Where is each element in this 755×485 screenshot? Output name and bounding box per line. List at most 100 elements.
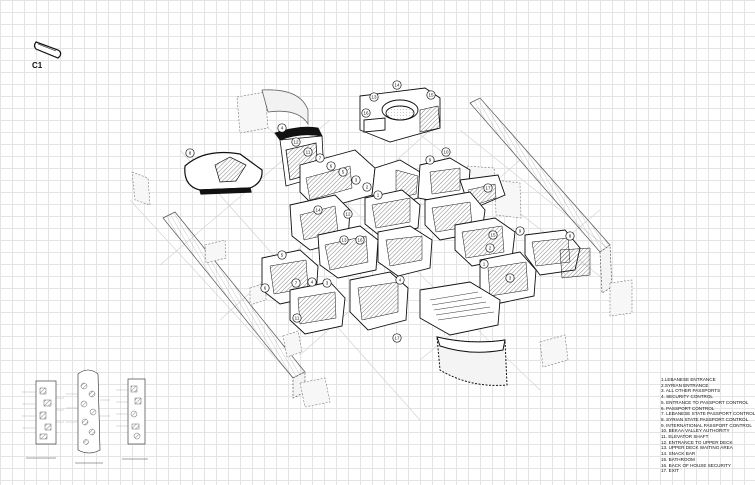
svg-text:6: 6	[330, 164, 333, 169]
legend-item: 11. ELEVATOR SHAFT	[661, 434, 709, 440]
key-plan-1	[22, 380, 64, 459]
svg-text:6: 6	[264, 286, 267, 291]
svg-text:11: 11	[295, 316, 300, 321]
svg-text:2: 2	[489, 246, 492, 251]
svg-text:17: 17	[394, 336, 400, 341]
svg-text:8: 8	[189, 151, 192, 156]
svg-text:5: 5	[281, 253, 284, 258]
marker: 5	[338, 167, 348, 177]
svg-text:3: 3	[509, 276, 512, 281]
marker: 9	[515, 226, 525, 236]
marker: 3	[322, 278, 332, 288]
svg-text:4: 4	[399, 278, 402, 283]
marker: 15	[426, 90, 436, 100]
marker: 7	[291, 278, 301, 288]
marker: 3	[351, 175, 361, 185]
svg-text:9: 9	[429, 158, 432, 163]
key-plan-3	[116, 378, 148, 460]
marker: 16	[355, 235, 365, 245]
legend-item: 5. ENTRANCE TO PASSPORT CONTROL	[661, 399, 749, 405]
legend-item: 1.LEBANESE ENTRANCE	[661, 377, 716, 382]
svg-text:13: 13	[341, 238, 347, 243]
marker: 2	[485, 243, 495, 253]
svg-text:1: 1	[483, 262, 486, 267]
svg-text:3: 3	[326, 281, 329, 286]
legend-item: 14. SNACK BAR	[661, 451, 696, 457]
outer-wall-left	[162, 211, 306, 399]
svg-text:7: 7	[295, 281, 298, 286]
marker: 3	[505, 273, 515, 283]
svg-text:7: 7	[319, 156, 322, 161]
svg-text:9: 9	[519, 229, 522, 234]
key-plan-2	[66, 369, 110, 464]
marker: 2	[362, 182, 372, 192]
svg-text:17: 17	[485, 186, 491, 191]
marker: 6	[260, 283, 270, 293]
legend-item: 8. SYRIAN STATE PASSPORT CONTROL	[661, 416, 749, 422]
lower-hull	[436, 336, 508, 386]
marker: 1	[479, 259, 489, 269]
marker: 12	[343, 209, 353, 219]
svg-text:2: 2	[366, 185, 369, 190]
legend: 1.LEBANESE ENTRANCE 2.SYRIAN ENTRANCE 3.…	[661, 377, 755, 474]
svg-text:5: 5	[342, 170, 345, 175]
svg-text:4: 4	[311, 280, 314, 285]
round-waiting-area	[359, 87, 441, 143]
marker: 4	[277, 123, 287, 133]
svg-text:1: 1	[377, 193, 380, 198]
marker: 16	[361, 108, 371, 118]
legend-item: 10. BEKAA VALLEY AUTHORITY	[661, 428, 730, 434]
svg-text:14: 14	[394, 83, 400, 88]
svg-text:13: 13	[371, 95, 377, 100]
svg-text:16: 16	[357, 238, 363, 243]
legend-item: 17. EXIT	[661, 468, 679, 474]
legend-item: 13. UPPER DECK WAITING AREA	[661, 445, 733, 451]
marker: 8	[185, 148, 195, 158]
marker: 4	[395, 275, 405, 285]
legend-item: 16. BACK OF HOUSE SECURITY	[661, 462, 731, 468]
marker: 1	[373, 190, 383, 200]
svg-text:15: 15	[428, 93, 434, 98]
svg-text:11: 11	[306, 150, 311, 155]
marker: 12	[291, 137, 301, 147]
marker: 5	[277, 250, 287, 260]
svg-text:15: 15	[490, 233, 496, 238]
marker: 14	[313, 205, 323, 215]
exit-stair-platform	[419, 281, 501, 336]
legend-item: 15. BATHROOM	[661, 456, 695, 462]
marker: 13	[339, 235, 349, 245]
legend-item: 9. INTERNATIONAL PASSPORT CONTROL	[661, 422, 752, 428]
svg-text:4: 4	[281, 126, 284, 131]
marker: 15	[488, 230, 498, 240]
marker: 10	[441, 147, 451, 157]
sheet-label: C1	[32, 61, 43, 70]
svg-text:10: 10	[443, 150, 449, 155]
legend-item: 4. SECURITY CONTROL	[661, 394, 713, 400]
marker: 11	[303, 147, 313, 157]
marker: 6	[326, 161, 336, 171]
legend-item: 3. ALL OTHER PASSPORTS	[661, 388, 721, 394]
legend-item: 6. PASSPORT CONTROL	[661, 405, 715, 411]
snack-bar-pod	[184, 151, 263, 195]
svg-text:16: 16	[363, 111, 369, 116]
svg-text:12: 12	[293, 140, 299, 145]
marker: 17	[392, 333, 402, 343]
svg-text:3: 3	[355, 178, 358, 183]
number-markers: 8 14 13 15 16 4 12 11 7 6 5 3 2 1 10 9 1…	[185, 80, 575, 343]
marker: 13	[369, 92, 379, 102]
marker: 9	[425, 155, 435, 165]
legend-item: 12. ENTRANCE TO UPPER DECK	[661, 439, 733, 445]
vessel-icon	[33, 41, 62, 59]
svg-text:12: 12	[345, 212, 351, 217]
marker: 17	[483, 183, 493, 193]
marker: 7	[315, 153, 325, 163]
marker: 11	[292, 313, 302, 323]
marker: 8	[565, 231, 575, 241]
legend-item: 2.SYRIAN ENTRANCE	[661, 382, 709, 388]
svg-text:14: 14	[315, 208, 321, 213]
legend-item: 7. LEBANESE STATE PASSPORT CONTROL	[661, 411, 755, 417]
booth-cluster	[261, 149, 591, 335]
svg-text:8: 8	[569, 234, 572, 239]
marker: 14	[392, 80, 402, 90]
